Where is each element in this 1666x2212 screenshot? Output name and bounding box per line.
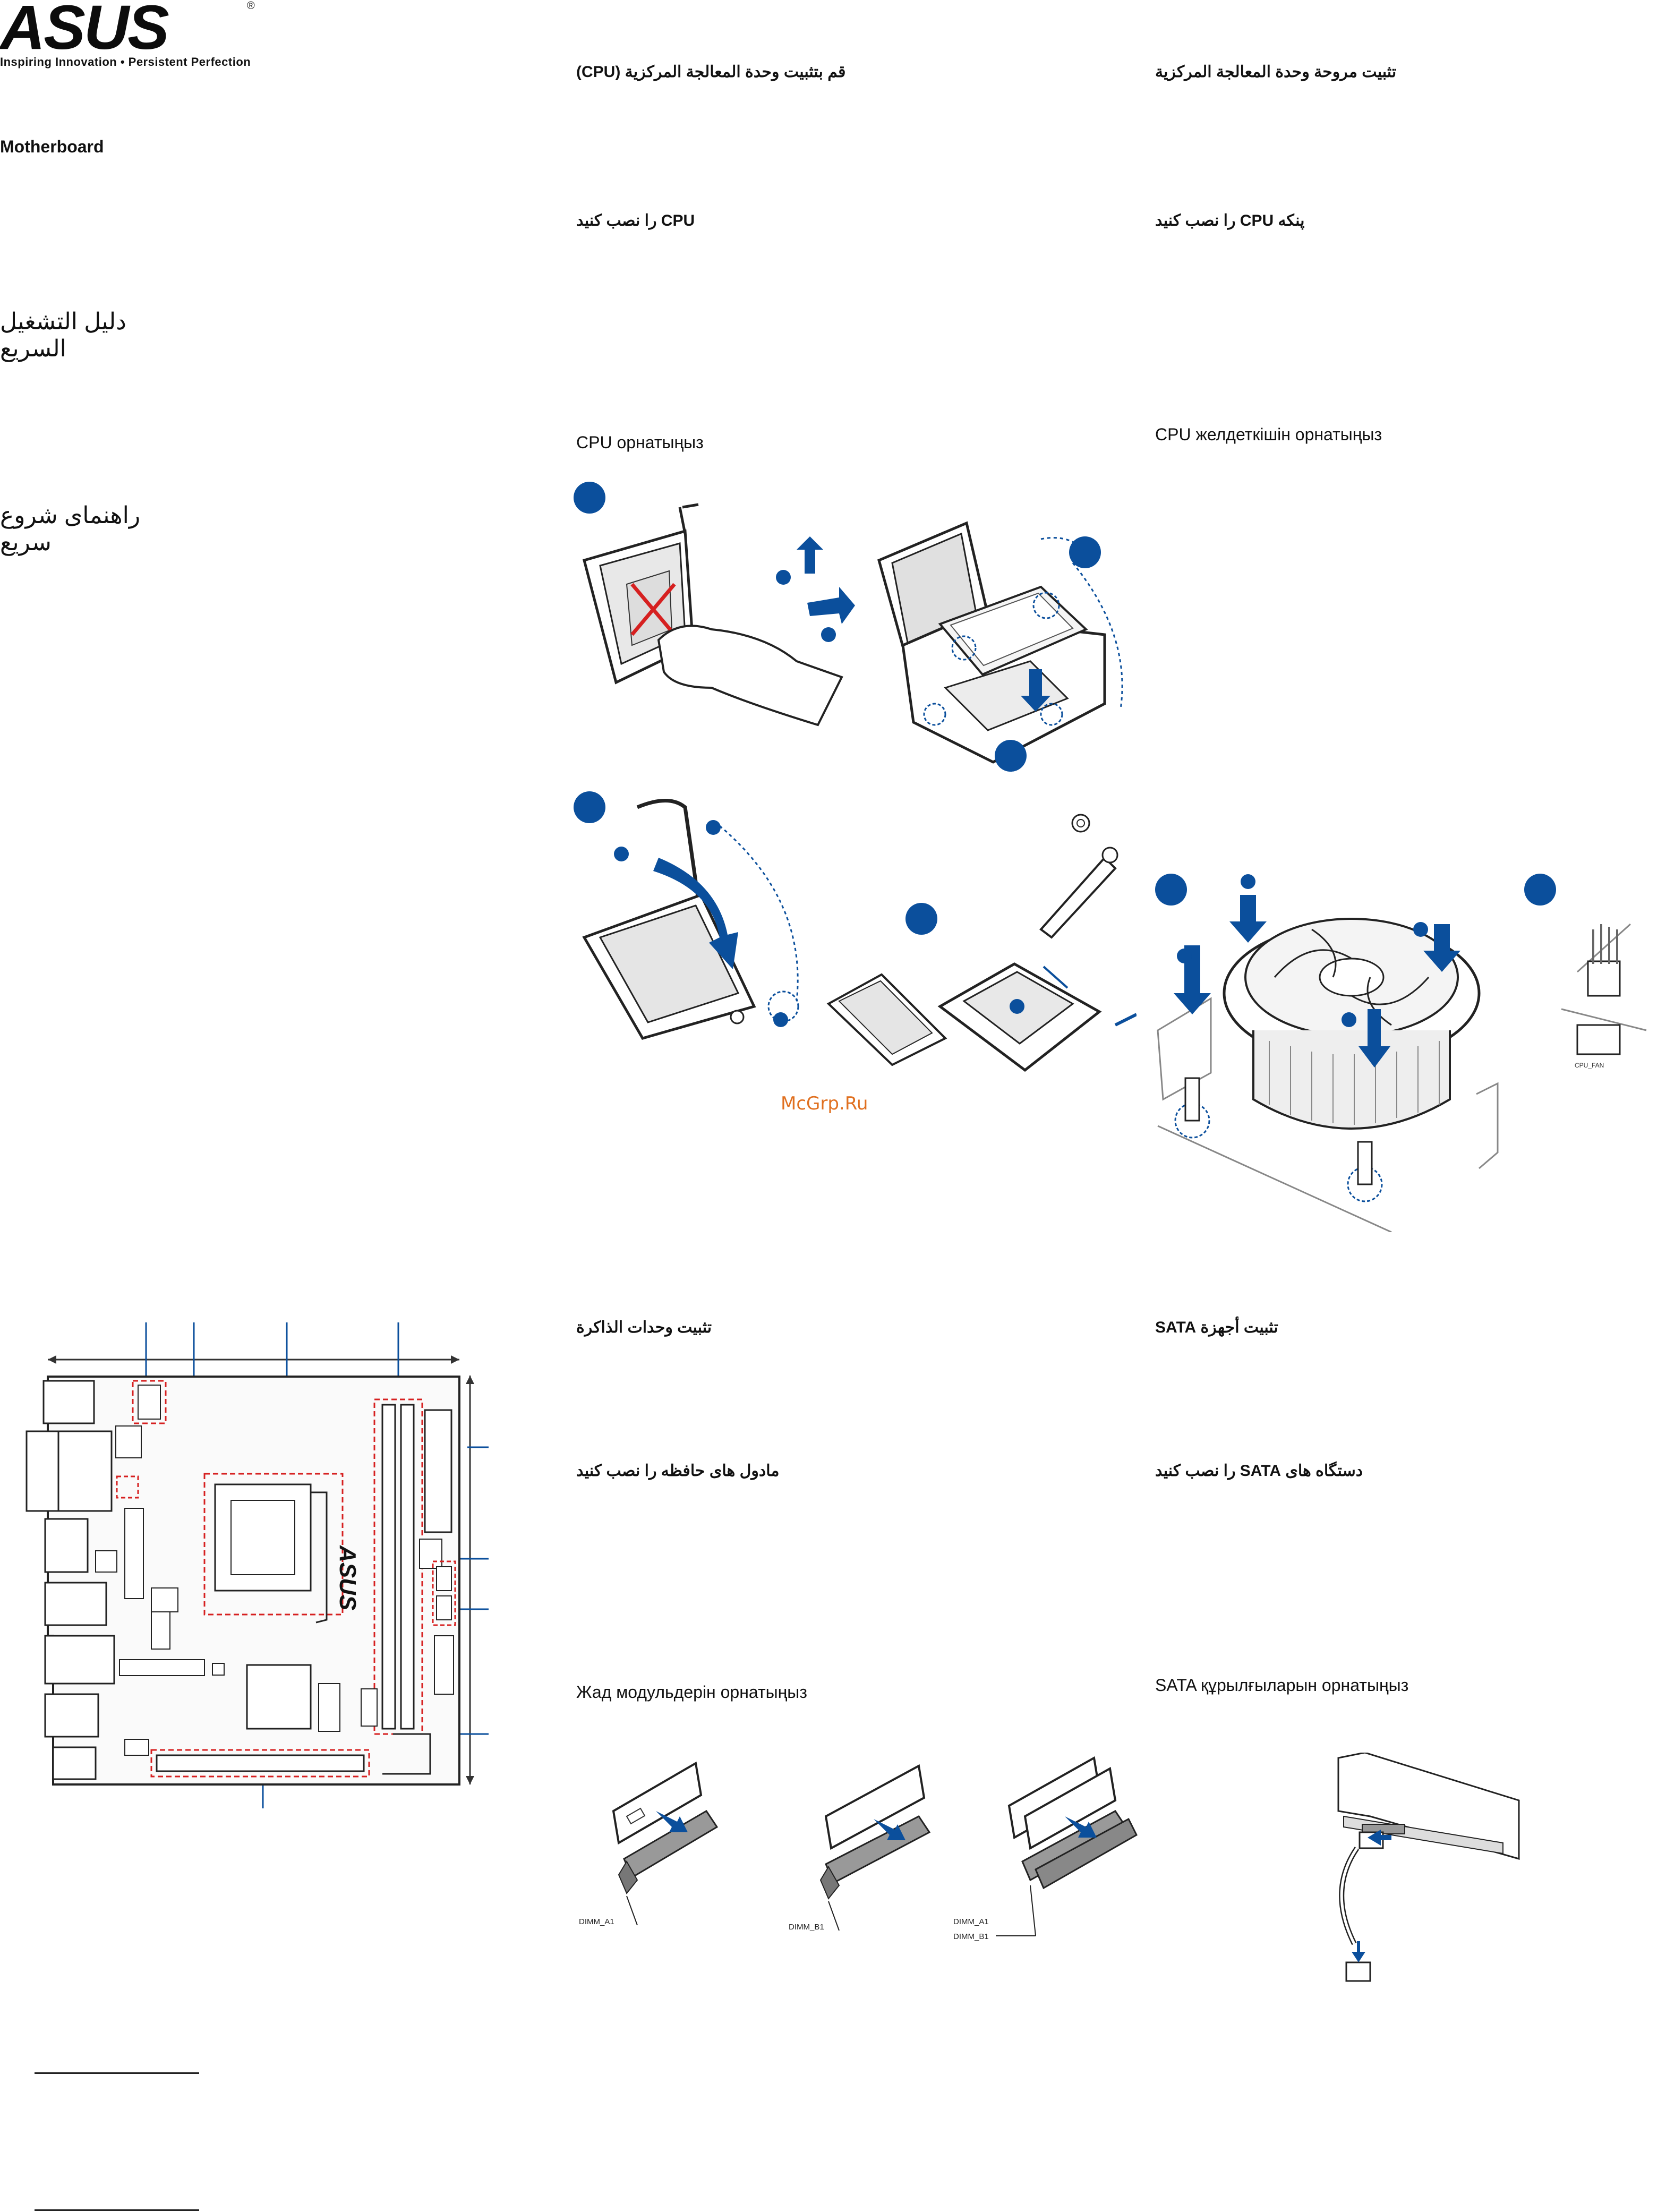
cpu-heading-arabic: قم بتثبيت وحدة المعالجة المركزية (CPU) [576,63,846,81]
arrow-right-icon [807,587,855,624]
dimm-label-4: DIMM_B1 [953,1932,989,1941]
memory-install-diagram: DIMM_A1 DIMM_B1 DIMM_A1 DIMM_B1 [574,1742,1158,1954]
asus-logo-text: ASUS [0,0,169,58]
cpu-fan-install-svg: CPU_FAN [1155,874,1647,1233]
arrow-up-icon [797,536,823,574]
registered-mark: ® [247,0,255,12]
cpu-install-diagram [574,475,1138,1171]
cpu-heading-kazakh: CPU орнатыңыз [576,433,704,452]
dimm-label-2: DIMM_B1 [789,1923,824,1932]
brand-tagline: Inspiring Innovation • Persistent Perfec… [0,55,251,69]
board-logo-text: ASUS [335,1545,361,1610]
footnote-rule-2 [35,2209,199,2211]
sata-heading-kazakh: SATA құрылғыларын орнатыңыз [1155,1676,1409,1695]
memory-heading-arabic: تثبيت وحدات الذاكرة [576,1319,712,1336]
asus-logo: ASUS ® [0,0,255,63]
cover-title-persian: راهنمای شروع سریع [0,502,141,556]
arrow-curve-icon [653,858,738,969]
sata-install-svg [1337,1752,1520,1982]
dimm-label-1: DIMM_A1 [579,1917,614,1926]
cpu-fan-heading-kazakh: CPU желдеткішін орнатыңыз [1155,425,1382,444]
sata-heading-persian: دستگاه های SATA را نصب کنید [1155,1462,1363,1480]
footnote-rule-1 [35,2072,199,2074]
arrow-down-icon [1229,895,1267,943]
sata-heading-arabic: تثبيت أجهزة SATA [1155,1319,1278,1336]
motherboard-layout-svg: ASUS [25,1322,489,1808]
cpu-fan-header-label: CPU_FAN [1575,1062,1604,1069]
memory-heading-kazakh: Жад модульдерін орнатыңыз [576,1683,807,1702]
memory-heading-persian: مادول های حافظه را نصب کنید [576,1462,780,1480]
cpu-install-svg [574,482,1138,1072]
motherboard-layout-diagram: ASUS [21,1317,499,1822]
sata-install-diagram [1322,1752,1530,2013]
cover-title-arabic: دليل التشغيل السريع [0,309,126,362]
memory-install-svg [612,1756,1138,1936]
asus-logo-mark: ASUS [0,0,170,63]
cpu-fan-install-diagram: CPU_FAN [1152,871,1652,1233]
product-label: Motherboard [0,137,104,156]
dimm-label-3: DIMM_A1 [953,1917,989,1926]
cpu-heading-persian: CPU را نصب کنید [576,212,695,229]
cpu-fan-heading-persian: پنکه CPU را نصب کنید [1155,212,1305,229]
watermark-text: McGrp.Ru [781,1093,868,1114]
step-badge-icon [574,482,605,514]
cpu-fan-heading-arabic: تثبيت مروحة وحدة المعالجة المركزية [1155,63,1397,81]
